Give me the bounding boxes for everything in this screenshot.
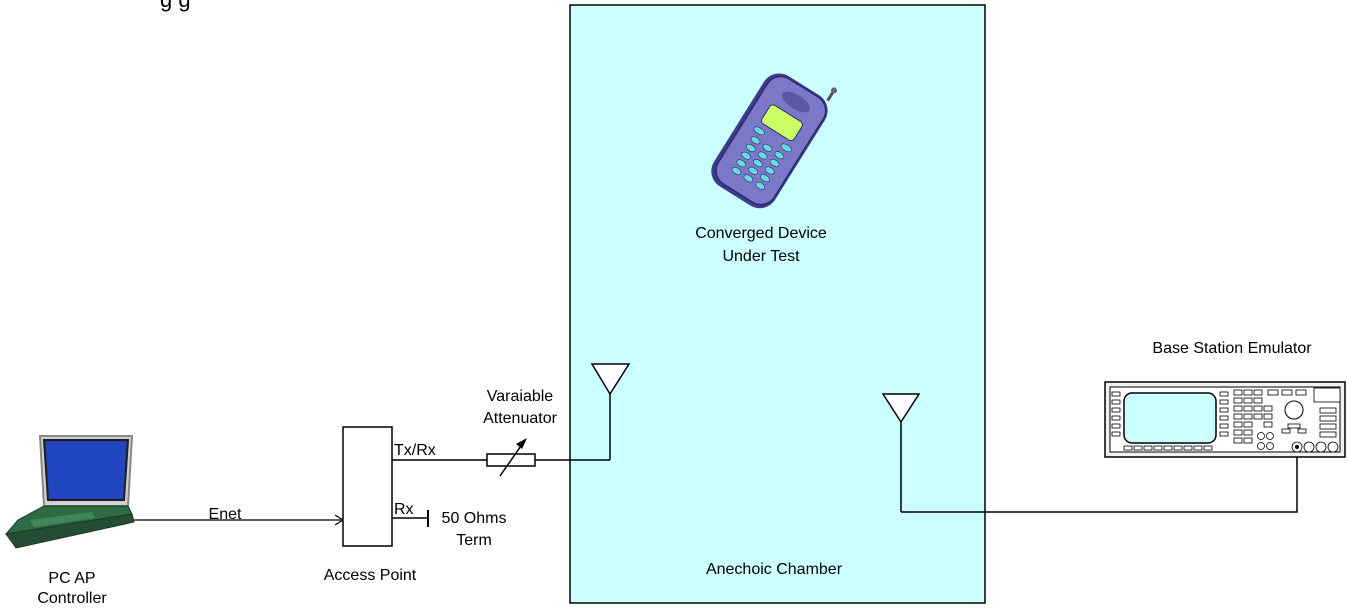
pc-label-line1: PC AP (48, 570, 96, 587)
access-point-label: Access Point (323, 567, 417, 584)
termination-icon (392, 510, 429, 527)
laptop-icon (4, 435, 135, 549)
rx-port-label: Rx (394, 501, 414, 518)
dut-label-line1: Converged Device (695, 225, 827, 242)
txrx-port-label: Tx/Rx (394, 442, 436, 459)
pc-label-line2: Controller (37, 590, 107, 607)
attenuator-label-line1: Varaiable (486, 388, 554, 405)
termination-label-line1: 50 Ohms (441, 510, 507, 527)
antenna-icon (881, 393, 921, 512)
enet-label: Enet (208, 506, 242, 523)
chamber-label: Anechoic Chamber (705, 561, 843, 578)
attenuator-label-line2: Attenuator (483, 410, 557, 427)
base-station-emulator-icon (1104, 381, 1346, 458)
mobile-phone-icon (711, 73, 838, 209)
antenna-icon (590, 363, 631, 460)
dut-label-line2: Under Test (722, 248, 800, 265)
variable-attenuator-icon (486, 438, 536, 477)
access-point-box (342, 426, 393, 547)
termination-label-line2: Term (456, 532, 492, 549)
base-station-label: Base Station Emulator (1152, 340, 1312, 357)
cable-to-base-station (901, 452, 1298, 513)
header-fragment: g g (160, 0, 191, 13)
